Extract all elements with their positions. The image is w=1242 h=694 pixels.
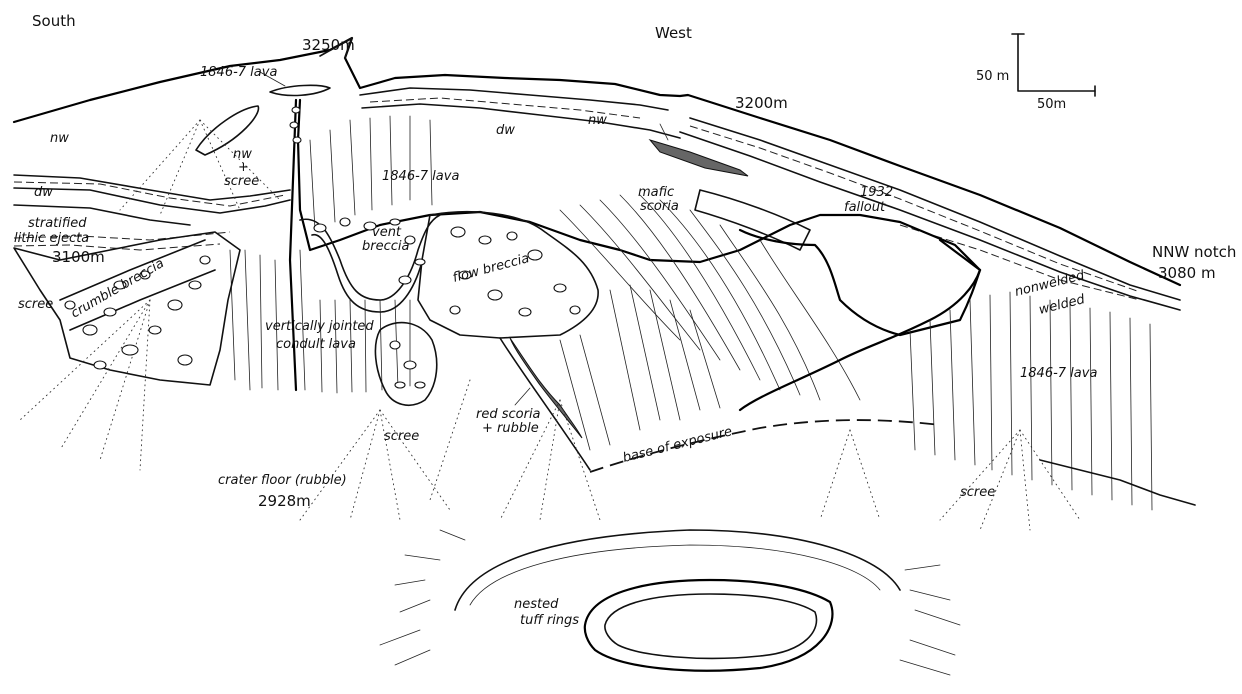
label-flow-breccia: flow breccia (451, 251, 531, 286)
label-scree-mid: scree (384, 429, 419, 444)
label-tuff-2: tuff rings (520, 613, 579, 628)
label-tuff-1: nested (514, 597, 559, 612)
right-lava-base (1040, 460, 1195, 505)
label-lava-right: 1846-7 lava (1020, 366, 1097, 381)
label-lava-main: 1846-7 lava (382, 169, 459, 184)
right-joints (910, 292, 1152, 510)
lava-slab-outline (740, 230, 980, 335)
fallout-band-2 (680, 132, 1180, 310)
lava-hook (740, 270, 980, 410)
label-west-rim-elev: 3200m (735, 94, 788, 112)
label-notch-name: NNW notch (1152, 243, 1236, 261)
label-mafic-1: mafic (638, 185, 674, 200)
lava-slab-1 (695, 190, 810, 250)
label-dw-right: dw (496, 123, 515, 138)
label-scree-right: scree (960, 485, 995, 500)
lava-fan-lines (560, 195, 860, 400)
label-red-scoria-2: + rubble (482, 421, 539, 436)
label-stratified-2: lithic ejecta (14, 231, 89, 246)
layer-top-r1 (360, 88, 668, 110)
label-scree-left: scree (18, 297, 53, 312)
label-floor-elev: 2928m (258, 492, 311, 510)
red-scoria-arrow (515, 388, 530, 405)
red-scoria-flank (500, 338, 590, 470)
mafic-arrow (660, 124, 668, 140)
fallout-dash (690, 126, 1140, 292)
label-lava-top: 1846-7 lava (200, 65, 277, 80)
tuff-rings (380, 530, 960, 675)
label-stratified-1: stratified (28, 216, 87, 231)
scale-bar (1012, 34, 1095, 96)
label-fallout-2: fallout (844, 200, 886, 215)
label-conduit-1: vertically jointed (265, 319, 374, 334)
label-vent-2: breccia (362, 239, 410, 254)
label-red-scoria-1: red scoria (476, 407, 541, 422)
label-scale-vertical: 50 m (976, 69, 1009, 84)
label-south: South (32, 12, 76, 30)
label-welded: welded (1037, 292, 1087, 318)
label-summit-elev: 3250m (302, 36, 355, 54)
mid-joints (560, 285, 720, 450)
mafic-scoria-lens (650, 140, 748, 176)
label-nw-right: nw (588, 113, 607, 128)
label-nw-left: nw (50, 131, 69, 146)
label-nw-scree-3: scree (224, 174, 259, 189)
label-nw-scree-2: + (238, 160, 249, 175)
label-crater-floor: crater floor (rubble) (218, 473, 347, 488)
label-3100: 3100m (52, 248, 105, 266)
label-fallout-1: 1932 (860, 185, 893, 200)
label-notch-elev: 3080 m (1158, 264, 1216, 282)
label-scale-horizontal: 50m (1037, 97, 1066, 112)
flow-breccia-outline (418, 212, 598, 338)
label-conduit-2: condult lava (276, 337, 356, 352)
label-base-of-exposure: base of exposure (621, 424, 733, 466)
label-mafic-2: scoria (640, 199, 679, 214)
label-dw-left: dw (34, 185, 53, 200)
label-vent-1: vent (372, 225, 402, 240)
rim-band-2 (14, 188, 290, 213)
label-west: West (655, 24, 692, 42)
lava-lens-top (270, 85, 330, 95)
